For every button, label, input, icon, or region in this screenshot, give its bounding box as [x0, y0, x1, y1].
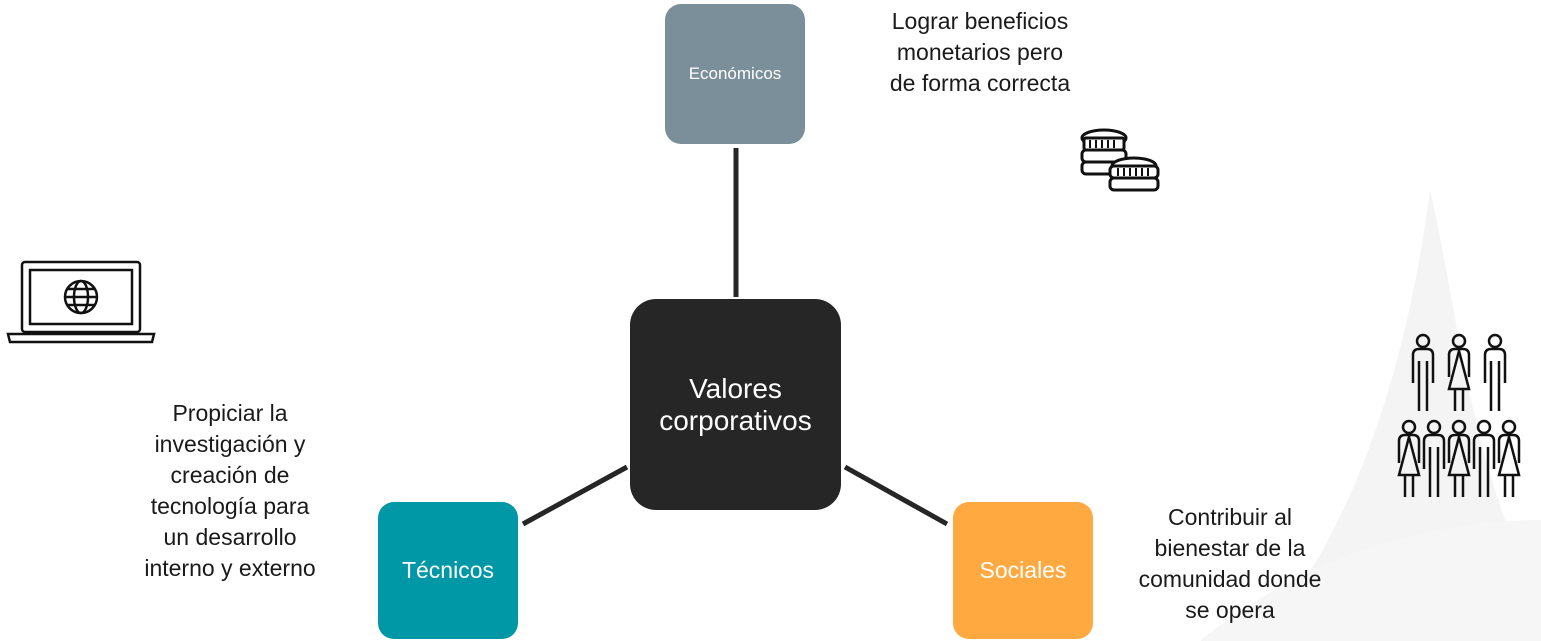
economicos-description: Lograr beneficios monetarios pero de for…	[840, 6, 1120, 99]
tecnicos-desc-line-3: creación de	[170, 462, 290, 488]
sociales-label: Sociales	[979, 557, 1067, 583]
sociales-description: Contribuir al bienestar de la comunidad …	[1110, 502, 1350, 626]
sociales-desc-line-2: bienestar de la	[1154, 535, 1306, 561]
tecnicos-description: Propiciar la investigación y creación de…	[100, 398, 360, 584]
sociales-desc-line-1: Contribuir al	[1168, 504, 1292, 530]
sociales-desc-line-4: se opera	[1185, 597, 1275, 623]
connector-tecnicos	[521, 464, 629, 527]
tecnicos-desc-line-2: investigación y	[154, 431, 306, 457]
economicos-node: Económicos	[665, 4, 805, 144]
people-group-icon	[1397, 333, 1521, 497]
center-label-line-1: Valores	[689, 372, 782, 404]
laptop-globe-icon	[6, 260, 156, 344]
tecnicos-desc-line-4: tecnología para	[150, 493, 310, 519]
center-label-line-2: corporativos	[659, 404, 812, 436]
economicos-label: Económicos	[688, 64, 782, 83]
tecnicos-node: Técnicos	[378, 502, 518, 639]
tecnicos-label: Técnicos	[401, 557, 495, 583]
tecnicos-desc-line-6: interno y externo	[144, 555, 316, 581]
economicos-desc-line-2: monetarios pero	[896, 39, 1064, 65]
center-node: Valores corporativos	[630, 299, 841, 510]
economicos-desc-line-3: de forma correcta	[889, 70, 1071, 96]
economicos-desc-line-1: Lograr beneficios	[891, 8, 1069, 34]
tecnicos-desc-line-5: un desarrollo	[163, 524, 297, 550]
connector-sociales	[843, 464, 949, 527]
sociales-desc-line-3: comunidad donde	[1138, 566, 1322, 592]
tecnicos-desc-line-1: Propiciar la	[172, 400, 288, 426]
sociales-node: Sociales	[953, 502, 1093, 639]
coins-icon	[1080, 128, 1160, 192]
